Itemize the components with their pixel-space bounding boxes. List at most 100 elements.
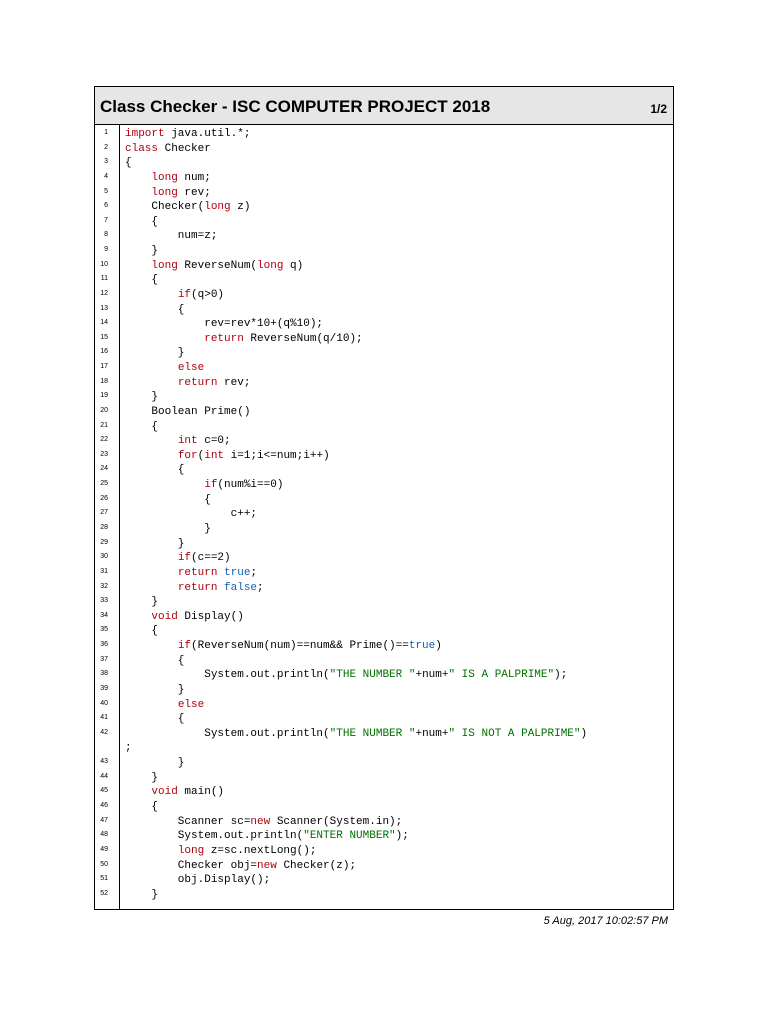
code-line: 41 { <box>95 710 673 725</box>
code-text: long ReverseNum(long q) <box>151 259 304 272</box>
line-number: 40 <box>100 699 108 707</box>
code-text: return ReverseNum(q/10); <box>204 332 363 345</box>
page-header: Class Checker - ISC COMPUTER PROJECT 201… <box>95 87 673 125</box>
line-number-divider <box>119 125 120 909</box>
code-line: 47 Scanner sc=new Scanner(System.in); <box>95 813 673 828</box>
code-text: { <box>125 303 185 316</box>
line-number: 10 <box>100 260 108 268</box>
code-line: 1 import java.util.*; <box>95 125 673 140</box>
code-line: 3{ <box>95 154 673 169</box>
code-line: 39 } <box>95 681 673 696</box>
code-text: } <box>125 596 159 609</box>
line-number: 46 <box>100 801 108 809</box>
code-line: 44 } <box>95 769 673 784</box>
code-text: Scanner sc=new Scanner(System.in); <box>125 815 403 828</box>
code-line: 38 System.out.println("THE NUMBER "+num+… <box>95 666 673 681</box>
line-number: 6 <box>104 202 108 210</box>
line-number: 27 <box>100 509 108 517</box>
code-line: 26 { <box>95 491 673 506</box>
code-line: 32 return false; <box>95 579 673 594</box>
line-number: 42 <box>100 728 108 736</box>
line-number: 20 <box>100 406 108 414</box>
code-line: 4 long num; <box>95 169 673 184</box>
line-number: 41 <box>100 714 108 722</box>
code-text: { <box>125 713 185 726</box>
code-text: { <box>125 493 211 506</box>
code-text: long num; <box>151 171 211 184</box>
code-text: } <box>125 523 211 535</box>
line-number: 33 <box>100 597 108 605</box>
code-line: 21 { <box>95 418 673 433</box>
code-text: void main() <box>151 786 225 799</box>
code-text: { <box>125 625 159 638</box>
line-number: 4 <box>104 172 108 180</box>
code-text: } <box>125 537 185 550</box>
line-number: 44 <box>100 772 108 780</box>
code-line: 40 else <box>95 696 673 711</box>
code-line: 46 { <box>95 798 673 813</box>
code-text: } <box>125 757 185 770</box>
code-line: 27 c++; <box>95 505 673 520</box>
code-line: 7 { <box>95 213 673 228</box>
code-text: num=z; <box>125 230 218 243</box>
code-line: 8 num=z; <box>95 227 673 242</box>
line-number: 49 <box>100 845 108 853</box>
code-text: c++; <box>125 508 258 521</box>
code-text: Checker obj=new Checker(z); <box>125 859 357 872</box>
code-line: 23 for(int i=1;i<=num;i++) <box>95 447 673 462</box>
line-number: 3 <box>104 158 108 166</box>
code-text: int c=0; <box>177 435 231 448</box>
line-number: 25 <box>100 480 108 488</box>
code-text: { <box>125 274 159 287</box>
code-text: System.out.println("ENTER NUMBER"); <box>125 830 409 843</box>
code-line: 29 } <box>95 535 673 550</box>
code-line: 34 void Display() <box>95 608 673 623</box>
code-line: 30 if(c==2) <box>95 549 673 564</box>
line-number: 5 <box>104 187 108 195</box>
code-line: 14 rev=rev*10+(q%10); <box>95 315 673 330</box>
code-line: 10 long ReverseNum(long q) <box>95 257 673 272</box>
line-number: 43 <box>100 758 108 766</box>
code-line: 50 Checker obj=new Checker(z); <box>95 857 673 872</box>
code-text: { <box>125 157 132 170</box>
line-number: 8 <box>104 231 108 239</box>
code-text: { <box>125 420 159 433</box>
code-line: 6 Checker(long z) <box>95 198 673 213</box>
code-line: 49 long z=sc.nextLong(); <box>95 842 673 857</box>
line-number: 17 <box>100 363 108 371</box>
line-number: 34 <box>100 611 108 619</box>
code-line: 18 return rev; <box>95 374 673 389</box>
code-line: 37 { <box>95 652 673 667</box>
line-number: 23 <box>100 450 108 458</box>
code-line: 28 } <box>95 520 673 535</box>
code-line: 16 } <box>95 344 673 359</box>
code-text: if(q>0) <box>177 288 225 301</box>
line-number: 16 <box>100 348 108 356</box>
line-number: 47 <box>100 816 108 824</box>
code-line: 51 obj.Display(); <box>95 871 673 886</box>
code-line: 20 Boolean Prime() <box>95 403 673 418</box>
page-title: Class Checker - ISC COMPUTER PROJECT 201… <box>100 97 491 116</box>
code-line: 24 { <box>95 461 673 476</box>
code-line: 45 void main() <box>95 783 673 798</box>
line-number: 7 <box>104 216 108 224</box>
code-line: ; <box>95 739 673 754</box>
line-number: 26 <box>100 494 108 502</box>
line-number: 52 <box>100 889 108 897</box>
code-text: System.out.println("THE NUMBER "+num+" I… <box>125 669 568 682</box>
code-text: } <box>125 347 185 360</box>
code-line: 52 } <box>95 886 673 901</box>
code-text: { <box>125 654 185 667</box>
code-line: 11 { <box>95 271 673 286</box>
code-line: 48 System.out.println("ENTER NUMBER"); <box>95 827 673 842</box>
line-number: 1 <box>104 129 108 136</box>
code-line: 17 else <box>95 359 673 374</box>
code-text: } <box>125 391 159 404</box>
code-text: System.out.println("THE NUMBER "+num+" I… <box>125 727 588 740</box>
line-number: 31 <box>100 567 108 575</box>
code-line: 9 } <box>95 242 673 257</box>
print-timestamp: 5 Aug, 2017 10:02:57 PM <box>543 915 668 927</box>
code-text: import java.util.*; <box>125 128 251 140</box>
code-line: 42 System.out.println("THE NUMBER "+num+… <box>95 725 673 740</box>
page-number: 1/2 <box>650 102 667 116</box>
